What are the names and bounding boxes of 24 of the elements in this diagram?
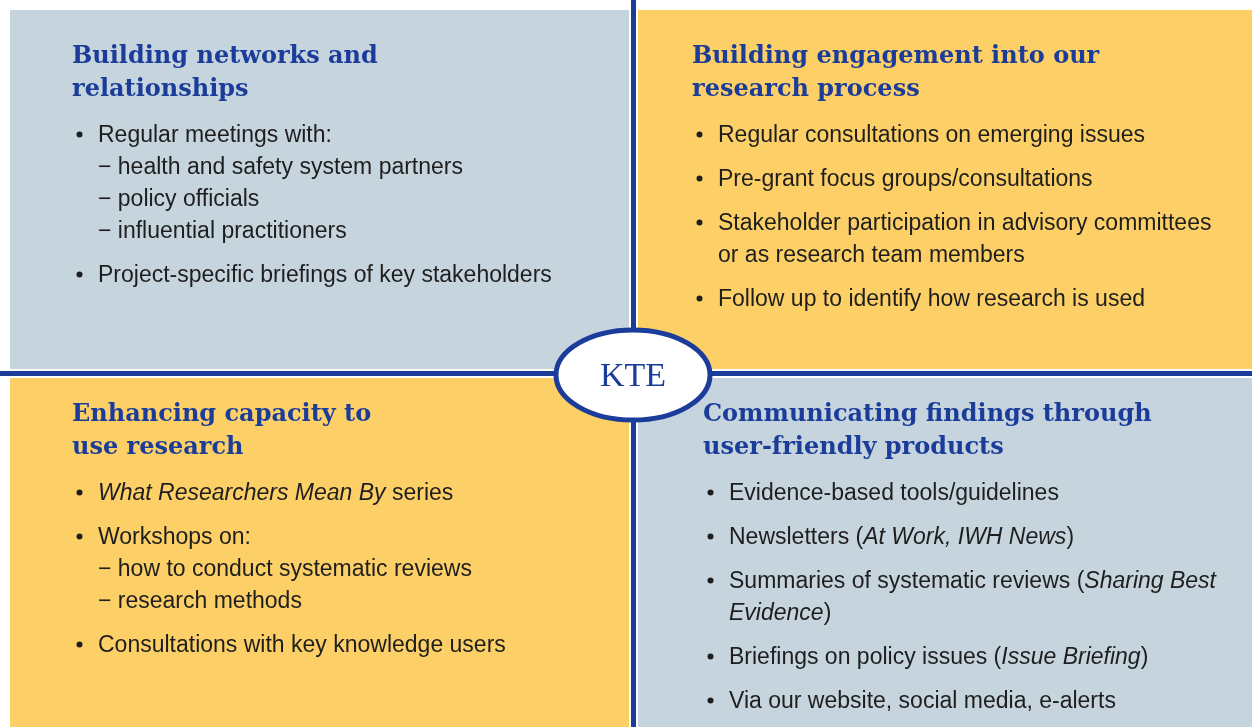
bullet-item: Regular meetings with:: [72, 118, 609, 150]
bullet-item: Workshops on:: [72, 520, 609, 552]
quadrant-heading: Communicating findings through user-friendly products: [703, 397, 1153, 462]
bullet-item: Newsletters (At Work, IWH News): [703, 520, 1240, 552]
sub-item: − health and safety system partners: [97, 152, 464, 181]
bullet-item: Consultations with key knowledge users: [72, 628, 609, 660]
quadrant-heading: Enhancing capacity to use research: [72, 397, 373, 462]
bullet-item: Pre-grant focus groups/consultations: [692, 162, 1236, 194]
quadrant-heading: Building networks and relationships: [72, 39, 379, 104]
bullet-item: Regular consultations on emerging issues: [692, 118, 1236, 150]
bullet-item: Evidence-based tools/guidelines: [703, 476, 1240, 508]
bullet-item: Via our website, social media, e-alerts: [703, 684, 1240, 716]
bullet-item: Briefings on policy issues (Issue Briefing): [703, 640, 1240, 672]
bullet-item: Stakeholder participation in advisory committees or as research team members: [692, 206, 1236, 270]
sub-item: − influential practitioners: [97, 216, 348, 245]
bullet-item: Follow up to identify how research is used: [692, 282, 1236, 314]
quadrant-heading: Building engagement into our research process: [692, 39, 1101, 104]
bullet-item: Project-specific briefings of key stakeholders: [72, 258, 609, 290]
bullet-item: Summaries of systematic reviews (Sharing Best Evidence): [703, 564, 1240, 628]
sub-item: − research methods: [97, 586, 303, 615]
sub-item: − policy officials: [97, 184, 261, 213]
center-label: KTE: [599, 356, 667, 394]
sub-item: − how to conduct systematic reviews: [97, 554, 473, 583]
bullet-item: What Researchers Mean By series: [72, 476, 609, 508]
